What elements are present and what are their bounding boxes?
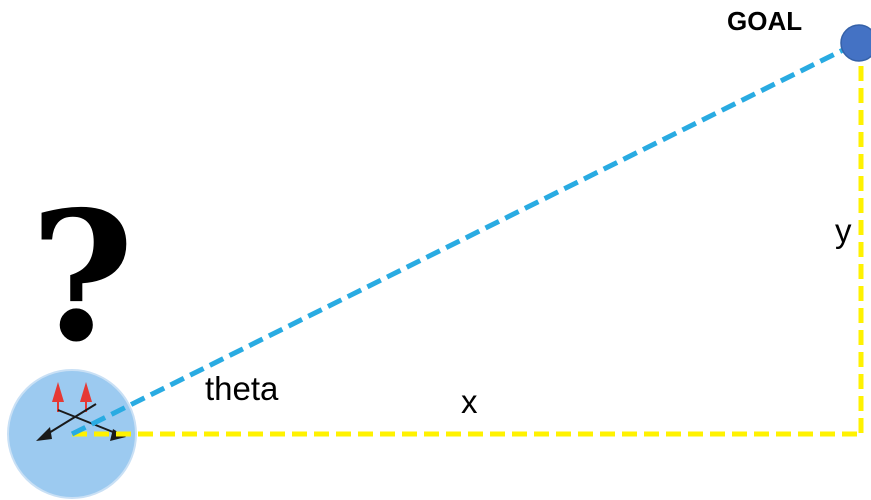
robot-cross-arrow-a (43, 403, 97, 437)
hypotenuse-line (70, 41, 857, 437)
robot-heading-arrow-left (52, 382, 64, 402)
goal-marker-icon (840, 24, 871, 62)
theta-label: theta (205, 370, 279, 407)
goal-label: GOAL (727, 6, 803, 36)
y-label: y (835, 212, 852, 249)
robot-heading-arrow-right (80, 382, 92, 402)
question-mark-symbol: ? (30, 172, 135, 381)
robot-cross-arrow-b (57, 409, 119, 435)
robot-cross-arrow-a-head (36, 427, 52, 441)
x-label: x (461, 383, 478, 420)
